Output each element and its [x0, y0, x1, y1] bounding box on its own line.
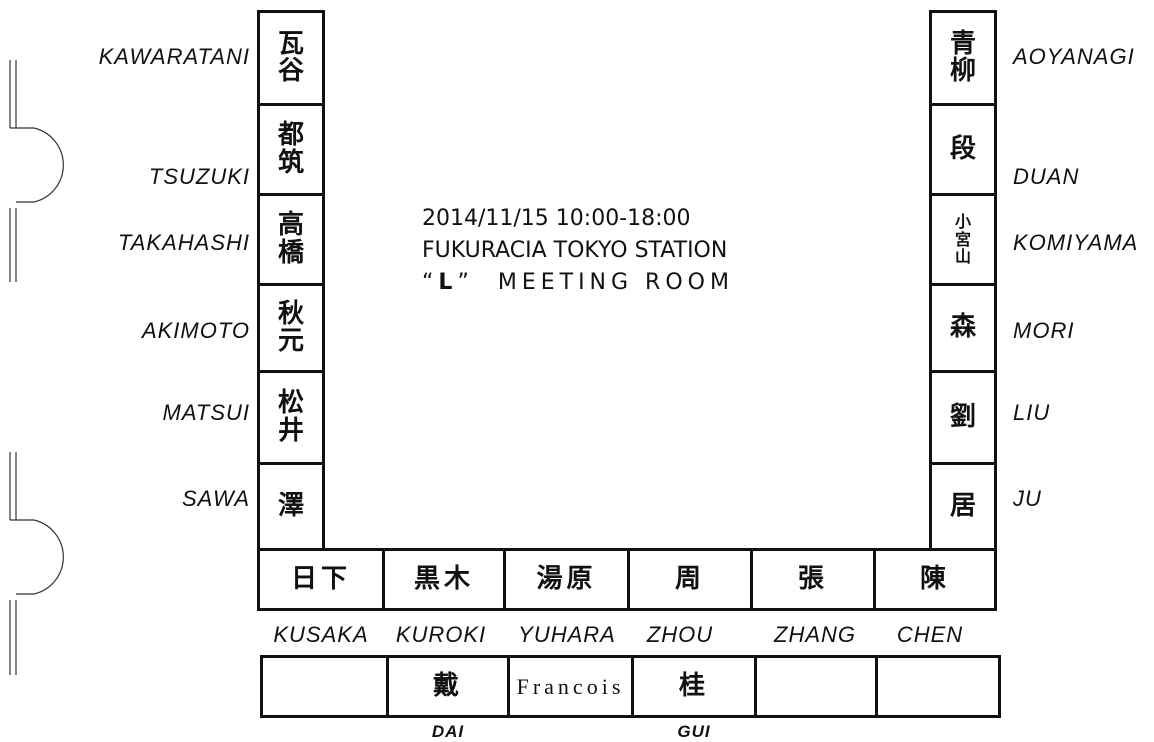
- romaji-bottom-2: KUROKI: [395, 622, 487, 647]
- door-swing-icon: [9, 60, 64, 675]
- seat-kanji: 日下: [290, 563, 351, 594]
- seat-kanji: 青柳: [949, 28, 976, 86]
- romaji-left-2: TSUZUKI: [148, 164, 250, 189]
- seat-kanji: 小宮山: [954, 212, 971, 267]
- romaji-right-4: MORI: [1013, 318, 1075, 343]
- romaji-back-2: DAI: [431, 722, 465, 741]
- seat-bottom-2: 黒木: [382, 548, 506, 611]
- seat-back-4: 桂: [631, 655, 757, 718]
- seat-kanji: 段: [949, 133, 976, 164]
- seat-kanji: 都筑: [277, 120, 304, 178]
- romaji-left-3: TAKAHASHI: [117, 230, 250, 255]
- seat-bottom-3: 湯原: [503, 548, 630, 611]
- seat-left-1: 瓦谷: [257, 10, 325, 106]
- romaji-left-4: AKIMOTO: [141, 318, 250, 343]
- seat-left-4: 秋元: [257, 283, 325, 373]
- seat-kanji: 松井: [277, 388, 304, 446]
- seat-left-2: 都筑: [257, 103, 325, 196]
- romaji-right-5: LIU: [1013, 400, 1051, 425]
- seat-kanji: 秋元: [277, 298, 304, 356]
- room-letter: L: [438, 270, 458, 295]
- seat-right-1: 青柳: [929, 10, 997, 106]
- seat-back-6: [875, 655, 1001, 718]
- seat-name: 桂: [678, 670, 709, 701]
- romaji-right-2: DUAN: [1013, 164, 1080, 189]
- seat-kanji: 居: [949, 490, 976, 521]
- romaji-left-6: SAWA: [182, 486, 250, 511]
- event-date-time: 2014/11/15 10:00-18:00: [422, 206, 691, 231]
- seat-kanji: 高橋: [277, 210, 304, 268]
- seat-kanji: 森: [949, 312, 976, 343]
- seat-left-3: 高橋: [257, 193, 325, 286]
- room-quote-close: ”: [457, 270, 474, 295]
- room-quote-open: “: [422, 270, 439, 295]
- seat-name: 戴: [432, 670, 463, 701]
- romaji-bottom-4: ZHOU: [646, 622, 714, 647]
- seat-name: Francois: [516, 673, 625, 699]
- seat-right-6: 居: [929, 462, 997, 551]
- romaji-back-4: GUI: [677, 722, 711, 741]
- seat-kanji: 湯原: [536, 563, 597, 594]
- romaji-right-1: AOYANAGI: [1013, 44, 1135, 69]
- seat-right-3: 小宮山: [929, 193, 997, 286]
- seat-left-6: 澤: [257, 462, 325, 551]
- event-info: 2014/11/15 10:00-18:00 FUKURACIA TOKYO S…: [422, 203, 734, 299]
- seat-kanji: 張: [797, 563, 828, 594]
- room-name: MEETING ROOM: [497, 270, 734, 295]
- romaji-bottom-5: ZHANG: [774, 622, 856, 647]
- romaji-bottom-6: CHEN: [896, 622, 964, 647]
- event-venue: FUKURACIA TOKYO STATION: [422, 238, 728, 263]
- seat-kanji: 澤: [277, 490, 304, 521]
- seat-bottom-5: 張: [750, 548, 876, 611]
- seat-right-2: 段: [929, 103, 997, 196]
- seat-right-4: 森: [929, 283, 997, 373]
- seat-kanji: 黒木: [413, 563, 474, 594]
- seat-kanji: 陳: [919, 563, 950, 594]
- seat-back-5: [754, 655, 878, 718]
- seat-bottom-1: 日下: [257, 548, 385, 611]
- romaji-right-6: JU: [1013, 486, 1042, 511]
- seat-back-2: 戴: [386, 655, 510, 718]
- seat-bottom-6: 陳: [873, 548, 997, 611]
- romaji-bottom-1: KUSAKA: [273, 622, 369, 647]
- seat-kanji: 周: [674, 563, 705, 594]
- event-room: “L” MEETING ROOM: [422, 267, 734, 299]
- romaji-bottom-3: YUHARA: [518, 622, 616, 647]
- romaji-right-3: KOMIYAMA: [1013, 230, 1139, 255]
- seat-back-1: [260, 655, 389, 718]
- romaji-left-1: KAWARATANI: [98, 44, 250, 69]
- romaji-left-5: MATSUI: [162, 400, 250, 425]
- seat-right-5: 劉: [929, 370, 997, 465]
- seat-kanji: 劉: [949, 401, 976, 432]
- seat-back-3: Francois: [507, 655, 634, 718]
- seat-left-5: 松井: [257, 370, 325, 465]
- seat-kanji: 瓦谷: [277, 28, 304, 86]
- seat-bottom-4: 周: [627, 548, 753, 611]
